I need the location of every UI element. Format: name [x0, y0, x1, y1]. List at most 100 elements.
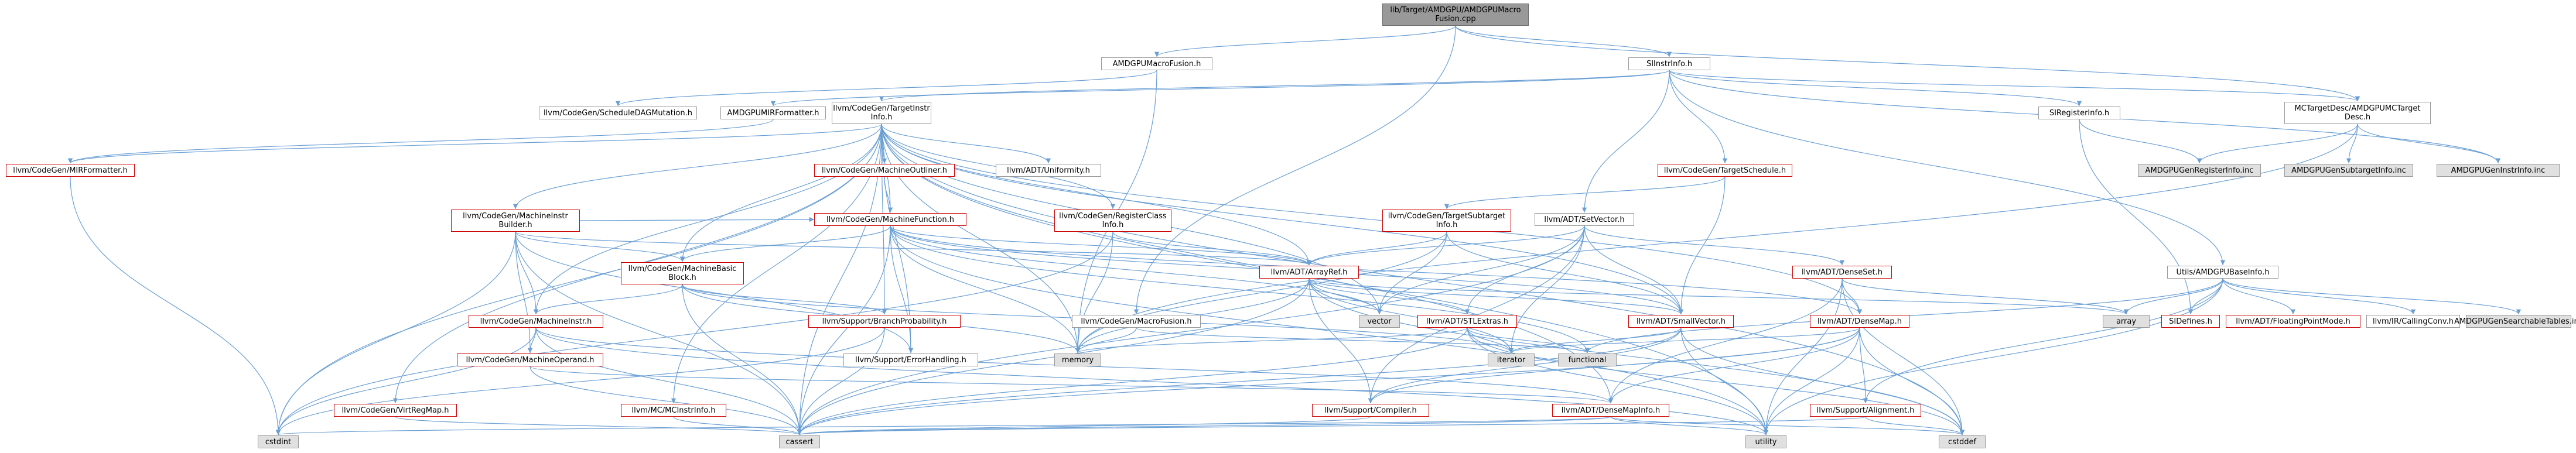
edge-targetsubtargetinfo-to-smallvector	[1446, 231, 1684, 315]
edge-denseset-to-array	[1842, 278, 2129, 315]
node-siregisterinfo[interactable]: SIRegisterInfo.h	[2038, 107, 2120, 119]
edge-virtregmap-to-cassert	[395, 416, 802, 435]
edge-siinstrinfo-to-amdgpumirformatter	[771, 70, 1670, 107]
edge-setvector-to-vector	[1376, 225, 1585, 315]
node-siinstrinfo[interactable]: SIInstrInfo.h	[1628, 57, 1710, 70]
node-scheduledagmutation[interactable]: llvm/CodeGen/ScheduleDAGMutation.h	[539, 107, 697, 119]
edge-densemapinfo-to-utility	[1610, 416, 1769, 435]
edge-targetinstrinfo-to-machineinstrbuilder	[513, 123, 882, 210]
edge-targetinstrinfo-to-cassert	[797, 123, 882, 435]
edge-targetinstrinfo-to-uniformity	[881, 123, 1051, 164]
edge-machineinstrbuilder-to-machinebasicblock	[515, 231, 685, 262]
node-machineinstr[interactable]: llvm/CodeGen/MachineInstr.h	[469, 315, 603, 328]
edge-siinstrinfo-to-mctargetdesc	[1669, 70, 2360, 102]
node-iterator: iterator	[1488, 354, 1535, 366]
node-machinebasicblock[interactable]: llvm/CodeGen/MachineBasic Block.h	[621, 262, 744, 284]
node-amdgpumirformatter[interactable]: AMDGPUMIRFormatter.h	[720, 107, 826, 119]
node-compiler[interactable]: llvm/Support/Compiler.h	[1312, 404, 1429, 417]
edge-machineinstrbuilder-to-machinefunction	[579, 217, 815, 222]
node-floatingpointmode[interactable]: llvm/ADT/FloatingPointMode.h	[2226, 315, 2360, 328]
node-targetinstrinfo[interactable]: llvm/CodeGen/TargetInstr Info.h	[832, 102, 931, 124]
node-root: lib/Target/AMDGPU/AMDGPUMacro Fusion.cpp	[1382, 4, 1529, 26]
edge-smallvector-to-utility	[1680, 327, 1769, 435]
edge-stlextras-to-functional	[1467, 327, 1590, 354]
edge-branchprobability-to-cstdint	[275, 327, 885, 435]
node-cstdint: cstdint	[258, 435, 299, 448]
edge-amdgpubaseinfo-to-callingconv	[2222, 278, 2416, 315]
node-machineoutliner[interactable]: llvm/CodeGen/MachineOutliner.h	[814, 164, 955, 177]
node-uniformity[interactable]: llvm/ADT/Uniformity.h	[996, 164, 1101, 177]
node-smallvector[interactable]: llvm/ADT/SmallVector.h	[1628, 315, 1734, 328]
node-errorhandling[interactable]: llvm/Support/ErrorHandling.h	[843, 354, 978, 366]
node-amdgpugensubtargetinfo: AMDGPUGenSubtargetInfo.inc	[2284, 164, 2413, 177]
edge-branchprobability-to-cassert	[797, 327, 885, 435]
edge-machinefunction-to-machinebasicblock	[679, 225, 891, 262]
node-mcinstrinfo[interactable]: llvm/MC/MCInstrInfo.h	[621, 404, 726, 417]
edge-siinstrinfo-to-targetinstrinfo	[879, 70, 1670, 102]
edge-alignment-to-cstddef	[1865, 416, 1965, 435]
edge-machineinstr-to-utility	[535, 327, 1769, 435]
edge-mcinstrinfo-to-cassert	[673, 416, 802, 435]
edge-mirformatter-to-cstdint	[70, 176, 281, 435]
edge-machinefunction-to-cassert	[797, 225, 891, 435]
edge-setvector-to-arrayref	[1306, 225, 1585, 266]
edge-siinstrinfo-to-setvector	[1581, 70, 1670, 213]
edge-arrayref-to-smallvector	[1309, 278, 1684, 315]
edge-amdgpubaseinfo-to-alignment	[1863, 278, 2223, 404]
edge-smallvector-to-cstddef	[1680, 327, 1965, 435]
edge-root-to-siinstrinfo	[1455, 25, 1672, 57]
edge-machineinstrbuilder-to-errorhandling	[515, 231, 914, 354]
node-setvector[interactable]: llvm/ADT/SetVector.h	[1535, 213, 1634, 226]
edge-targetinstrinfo-to-smallvector	[881, 123, 1684, 315]
edge-targetschedule-to-smallvector	[1678, 176, 1726, 315]
edge-registerclassinfo-to-arrayref	[1112, 231, 1312, 266]
edge-stlextras-to-utility	[1467, 327, 1769, 435]
node-branchprobability[interactable]: llvm/Support/BranchProbability.h	[808, 315, 961, 328]
node-mirformatter[interactable]: llvm/CodeGen/MIRFormatter.h	[6, 164, 135, 177]
edge-machinefunction-to-errorhandling	[890, 225, 914, 354]
node-memory: memory	[1054, 354, 1101, 366]
edge-amdgpumacrofusion-to-scheduledagmutation	[616, 70, 1157, 107]
node-densemap[interactable]: llvm/ADT/DenseMap.h	[1810, 315, 1909, 328]
node-alignment[interactable]: llvm/Support/Alignment.h	[1810, 404, 1921, 417]
edge-arrayref-to-compiler	[1309, 278, 1374, 404]
edge-machinefunction-to-arrayref	[890, 225, 1312, 266]
node-mctargetdesc[interactable]: MCTargetDesc/AMDGPUMCTarget Desc.h	[2284, 102, 2431, 124]
edge-stlextras-to-memory	[1075, 327, 1468, 354]
edge-targetinstrinfo-to-machineinstr	[533, 123, 882, 315]
edge-macrofusion-to-functional	[1136, 327, 1590, 354]
node-sidefines[interactable]: SIDefines.h	[2161, 315, 2220, 328]
node-densemapinfo[interactable]: llvm/ADT/DenseMapInfo.h	[1552, 404, 1669, 417]
node-machinefunction[interactable]: llvm/CodeGen/MachineFunction.h	[814, 213, 966, 226]
edge-mctargetdesc-to-memory	[1075, 123, 2358, 354]
edge-smallvector-to-cassert	[797, 327, 1682, 435]
edge-denseset-to-utility	[1763, 278, 1843, 435]
node-targetschedule[interactable]: llvm/CodeGen/TargetSchedule.h	[1658, 164, 1792, 177]
edge-targetschedule-to-targetsubtargetinfo	[1444, 176, 1726, 210]
node-vector: vector	[1359, 315, 1400, 328]
edge-targetinstrinfo-to-cstddef	[881, 123, 1965, 435]
node-amdgpumacrofusion[interactable]: AMDGPUMacroFusion.h	[1101, 57, 1212, 70]
node-denseset[interactable]: llvm/ADT/DenseSet.h	[1792, 266, 1892, 279]
node-machineinstrbuilder[interactable]: llvm/CodeGen/MachineInstr Builder.h	[451, 210, 580, 232]
node-registerclassinfo[interactable]: llvm/CodeGen/RegisterClass Info.h	[1054, 210, 1171, 232]
node-arrayref[interactable]: llvm/ADT/ArrayRef.h	[1259, 266, 1359, 279]
node-stlextras[interactable]: llvm/ADT/STLExtras.h	[1417, 315, 1517, 328]
edge-targetinstrinfo-to-mirformatter	[68, 123, 882, 164]
edge-machinefunction-to-utility	[890, 225, 1769, 435]
edge-arrayref-to-vector	[1309, 278, 1382, 315]
edge-mctargetdesc-to-amdgpugeninstrinfo	[2357, 123, 2501, 164]
edge-mctargetdesc-to-amdgpugenregisterinfo	[2196, 123, 2358, 164]
node-machineoperand[interactable]: llvm/CodeGen/MachineOperand.h	[457, 354, 603, 366]
node-amdgpugeninstrinfo: AMDGPUGenInstrInfo.inc	[2437, 164, 2560, 177]
node-callingconv[interactable]: llvm/IR/CallingConv.h	[2366, 315, 2460, 328]
edge-machinefunction-to-densemap	[890, 225, 1863, 315]
node-macrofusion[interactable]: llvm/CodeGen/MacroFusion.h	[1072, 315, 1201, 328]
edge-machineoperand-to-cassert	[529, 366, 802, 435]
node-targetsubtargetinfo[interactable]: llvm/CodeGen/TargetSubtarget Info.h	[1382, 210, 1511, 232]
node-amdgpubaseinfo[interactable]: Utils/AMDGPUBaseInfo.h	[2167, 266, 2278, 279]
edge-targetsubtargetinfo-to-vector	[1376, 231, 1447, 315]
node-virtregmap[interactable]: llvm/CodeGen/VirtRegMap.h	[334, 404, 457, 417]
edge-stlextras-to-cstddef	[1467, 327, 1965, 435]
edge-machineinstr-to-cassert	[535, 327, 802, 435]
